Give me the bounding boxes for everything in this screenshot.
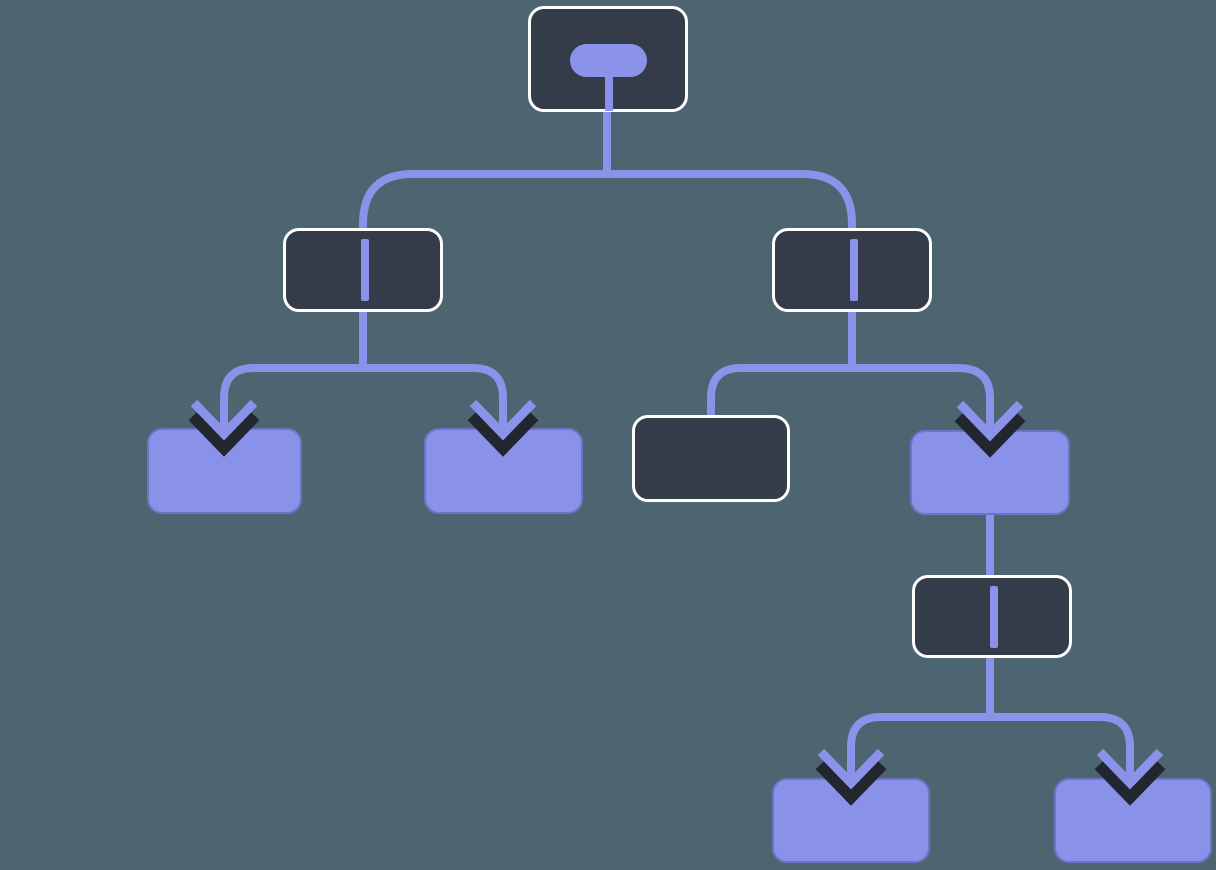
edge-branch-right-children xyxy=(707,364,994,417)
node-leaf-1[interactable] xyxy=(147,428,302,514)
node-leaf-3[interactable] xyxy=(910,430,1070,515)
node-leaf-4[interactable] xyxy=(772,778,930,863)
edge-root-branches xyxy=(359,170,856,231)
root-pill-icon xyxy=(531,9,685,111)
node-leaf-5[interactable] xyxy=(1054,778,1212,863)
edge-branch-left-children xyxy=(220,364,507,400)
node-branch-left[interactable] xyxy=(283,228,443,312)
pass-through-line-icon xyxy=(850,239,858,301)
node-plain[interactable] xyxy=(632,415,790,502)
edge-branch-bottom-children xyxy=(847,713,1134,749)
pass-through-line-icon xyxy=(361,239,369,301)
root-pill-shape xyxy=(570,44,647,77)
node-branch-bottom[interactable] xyxy=(912,575,1072,658)
node-leaf-2[interactable] xyxy=(424,428,583,514)
node-branch-right[interactable] xyxy=(772,228,932,312)
pass-through-line-icon xyxy=(990,586,998,648)
node-root[interactable] xyxy=(528,6,688,112)
root-pill-stem xyxy=(605,73,613,111)
